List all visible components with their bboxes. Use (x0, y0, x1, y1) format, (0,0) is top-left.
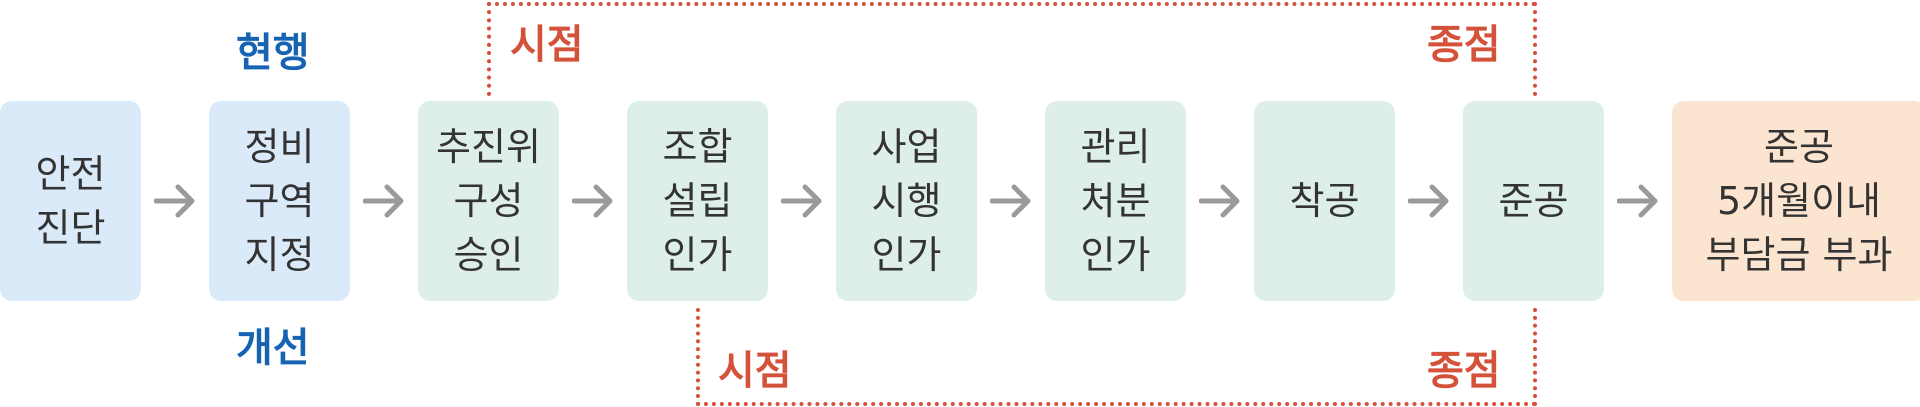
step-text-line: 승인 (453, 233, 524, 277)
step-text-line: 지정 (244, 233, 315, 277)
arrow-right-icon (572, 184, 613, 218)
current-period-bracket (487, 2, 1537, 96)
step-text-line: 정비 (244, 125, 315, 169)
start-label-bottom: 시점 (718, 348, 792, 394)
arrow-right-icon (990, 184, 1031, 218)
step-text-line: 구성 (453, 179, 524, 223)
step-text-line: 관리 (1080, 125, 1151, 169)
end-label-top: 종점 (1427, 22, 1501, 68)
improved-period-bracket (696, 308, 1537, 406)
step-disposal-approval: 관리 처분 인가 (1045, 101, 1186, 301)
step-text-line: 준공 (1764, 125, 1834, 169)
arrow-right-icon (1408, 184, 1449, 218)
step-text-line: 구역 (244, 179, 315, 223)
current-label: 현행 (236, 30, 310, 76)
step-text-line: 인가 (1080, 233, 1151, 277)
step-text-line: 인가 (662, 233, 733, 277)
arrow-right-icon (781, 184, 822, 218)
step-text-line: 설립 (662, 179, 733, 223)
step-text-line: 5개월이내 (1716, 179, 1882, 223)
step-safety-diagnosis: 안전 진단 (0, 101, 141, 301)
step-text-line: 인가 (871, 233, 942, 277)
step-text-line: 안전 (35, 152, 106, 196)
step-text-line: 진단 (35, 206, 106, 250)
step-text-line: 추진위 (436, 125, 541, 169)
arrow-right-icon (154, 184, 195, 218)
arrow-right-icon (1617, 184, 1658, 218)
step-text-line: 처분 (1080, 179, 1151, 223)
step-text-line: 시행 (871, 179, 942, 223)
step-construction-start: 착공 (1254, 101, 1395, 301)
improved-label: 개선 (236, 325, 310, 371)
step-text-line: 사업 (871, 125, 942, 169)
step-completion: 준공 (1463, 101, 1604, 301)
step-zone-designation: 정비 구역 지정 (209, 101, 350, 301)
step-committee-approval: 추진위 구성 승인 (418, 101, 559, 301)
arrow-right-icon (1199, 184, 1240, 218)
step-charge-imposition: 준공 5개월이내 부담금 부과 (1672, 101, 1920, 301)
step-text-line: 준공 (1498, 179, 1569, 223)
step-project-approval: 사업 시행 인가 (836, 101, 977, 301)
step-association-approval: 조합 설립 인가 (627, 101, 768, 301)
arrow-right-icon (363, 184, 404, 218)
step-text-line: 착공 (1289, 179, 1360, 223)
start-label-top: 시점 (510, 22, 584, 68)
end-label-bottom: 종점 (1427, 348, 1501, 394)
step-text-line: 부담금 부과 (1705, 233, 1893, 277)
step-text-line: 조합 (662, 125, 733, 169)
